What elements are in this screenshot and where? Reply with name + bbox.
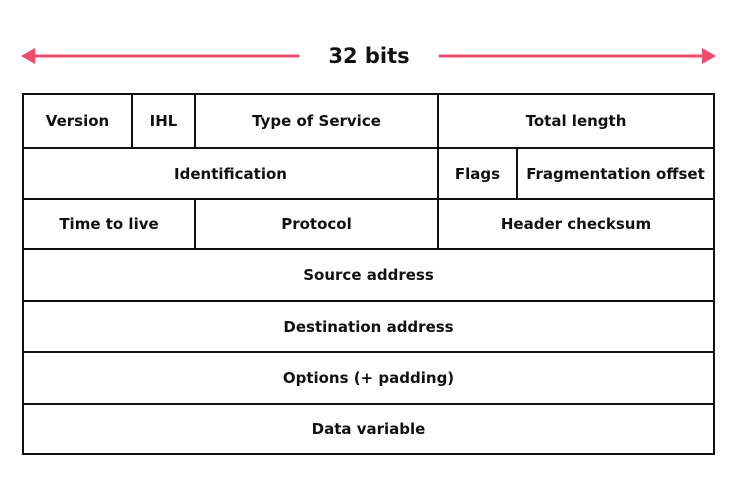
protocol-field: Protocol bbox=[194, 200, 437, 248]
header-row-6: Options (+ padding) bbox=[24, 351, 713, 403]
arrow-left-head bbox=[21, 48, 35, 64]
total-length-field: Total length bbox=[437, 95, 713, 147]
source-address-field: Source address bbox=[303, 266, 434, 284]
header-checksum-field: Header checksum bbox=[437, 200, 713, 248]
header-row-4: Source address bbox=[24, 248, 713, 300]
bit-width-header: 32 bits bbox=[0, 0, 730, 95]
header-row-2: Identification Flags Fragmentation offse… bbox=[24, 147, 713, 198]
header-row-7: Data variable bbox=[24, 403, 713, 453]
bit-width-arrow bbox=[21, 48, 716, 64]
header-row-3: Time to live Protocol Header checksum bbox=[24, 198, 713, 248]
header-row-5: Destination address bbox=[24, 300, 713, 351]
ihl-field: IHL bbox=[131, 95, 194, 147]
flags-field: Flags bbox=[437, 149, 516, 198]
time-to-live-field: Time to live bbox=[59, 215, 159, 233]
version-field: Version bbox=[45, 112, 110, 130]
destination-address-field: Destination address bbox=[283, 317, 454, 336]
ip-header-diagram: Version IHL Type of Service Total length… bbox=[22, 93, 715, 455]
data-field: Data variable bbox=[311, 420, 426, 438]
options-field: Options (+ padding) bbox=[282, 369, 455, 387]
identification-field: Identification bbox=[174, 164, 287, 183]
arrow-right-head bbox=[702, 48, 716, 64]
fragmentation-offset-field: Fragmentation offset bbox=[516, 149, 713, 198]
bit-width-label: 32 bits bbox=[328, 44, 410, 68]
header-row-1: Version IHL Type of Service Total length bbox=[24, 95, 713, 147]
type-of-service-field: Type of Service bbox=[194, 95, 437, 147]
